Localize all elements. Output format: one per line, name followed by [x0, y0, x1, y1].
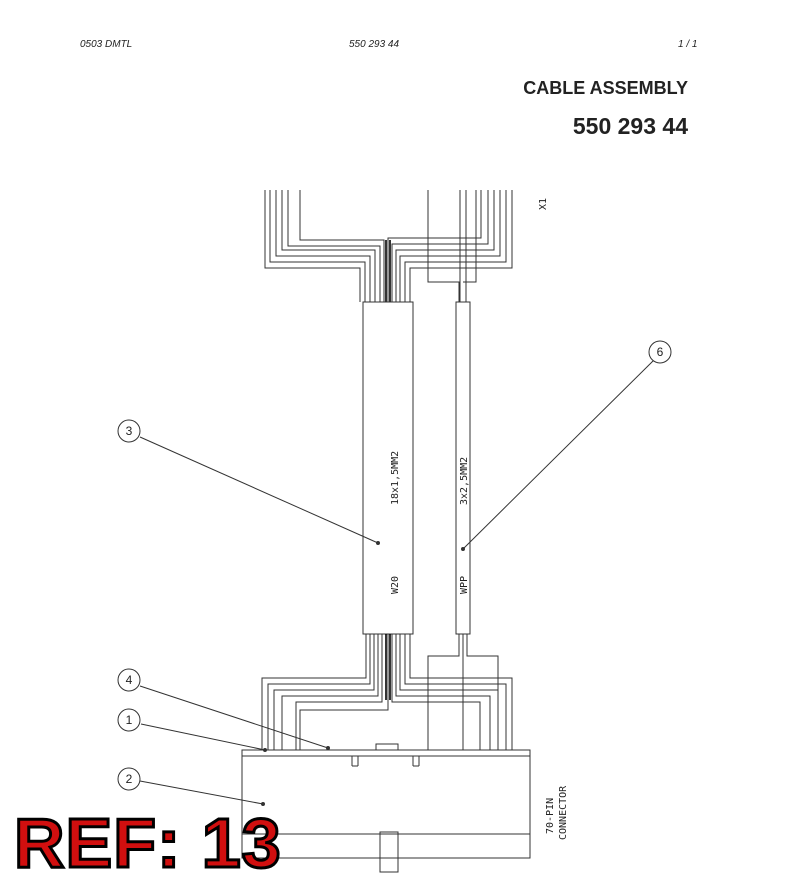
header-part-number: 550 293 44 [349, 39, 400, 50]
cable-w20-id: W20 [390, 576, 401, 594]
cable-wpp-id: WPP [459, 576, 470, 594]
lower-wire-bundle-w20 [261, 634, 513, 750]
connector-x1-label: X1 [538, 198, 549, 210]
connector-70-pin [241, 743, 531, 873]
reference-stamp: REF: 13 [13, 804, 283, 882]
callout-3-label: 3 [126, 424, 133, 438]
callout-6-label: 6 [657, 345, 664, 359]
cable-wpp-spec: 3x2,5MM2 [459, 457, 470, 505]
callout-bubble-4: 4 [117, 668, 141, 692]
upper-wire-bundle-w20 [264, 190, 513, 302]
lower-wire-bundle-wpp [427, 634, 499, 750]
callout-bubble-3: 3 [117, 419, 141, 443]
document-part-number: 550 293 44 [572, 113, 688, 139]
callout-bubble-1: 1 [117, 708, 141, 732]
header-document-code: 0503 DMTL [80, 39, 133, 50]
callout-1-label: 1 [126, 713, 133, 727]
callout-bubble-6: 6 [648, 340, 672, 364]
callout-2-label: 2 [126, 772, 133, 786]
callout-bubble-2: 2 [117, 767, 141, 791]
callout-4-label: 4 [126, 673, 133, 687]
cable-w20-spec: 18x1,5MM2 [390, 451, 401, 505]
connector-label-line1: 70-PIN [545, 798, 556, 834]
connector-label-line2: CONNECTOR [558, 785, 569, 840]
upper-wire-bundle-wpp [427, 190, 477, 302]
cable-sleeve-w20 [362, 301, 414, 635]
document-title: CABLE ASSEMBLY [523, 78, 688, 98]
callout-leaders [139, 359, 655, 806]
header-page-count: 1 / 1 [678, 39, 698, 50]
